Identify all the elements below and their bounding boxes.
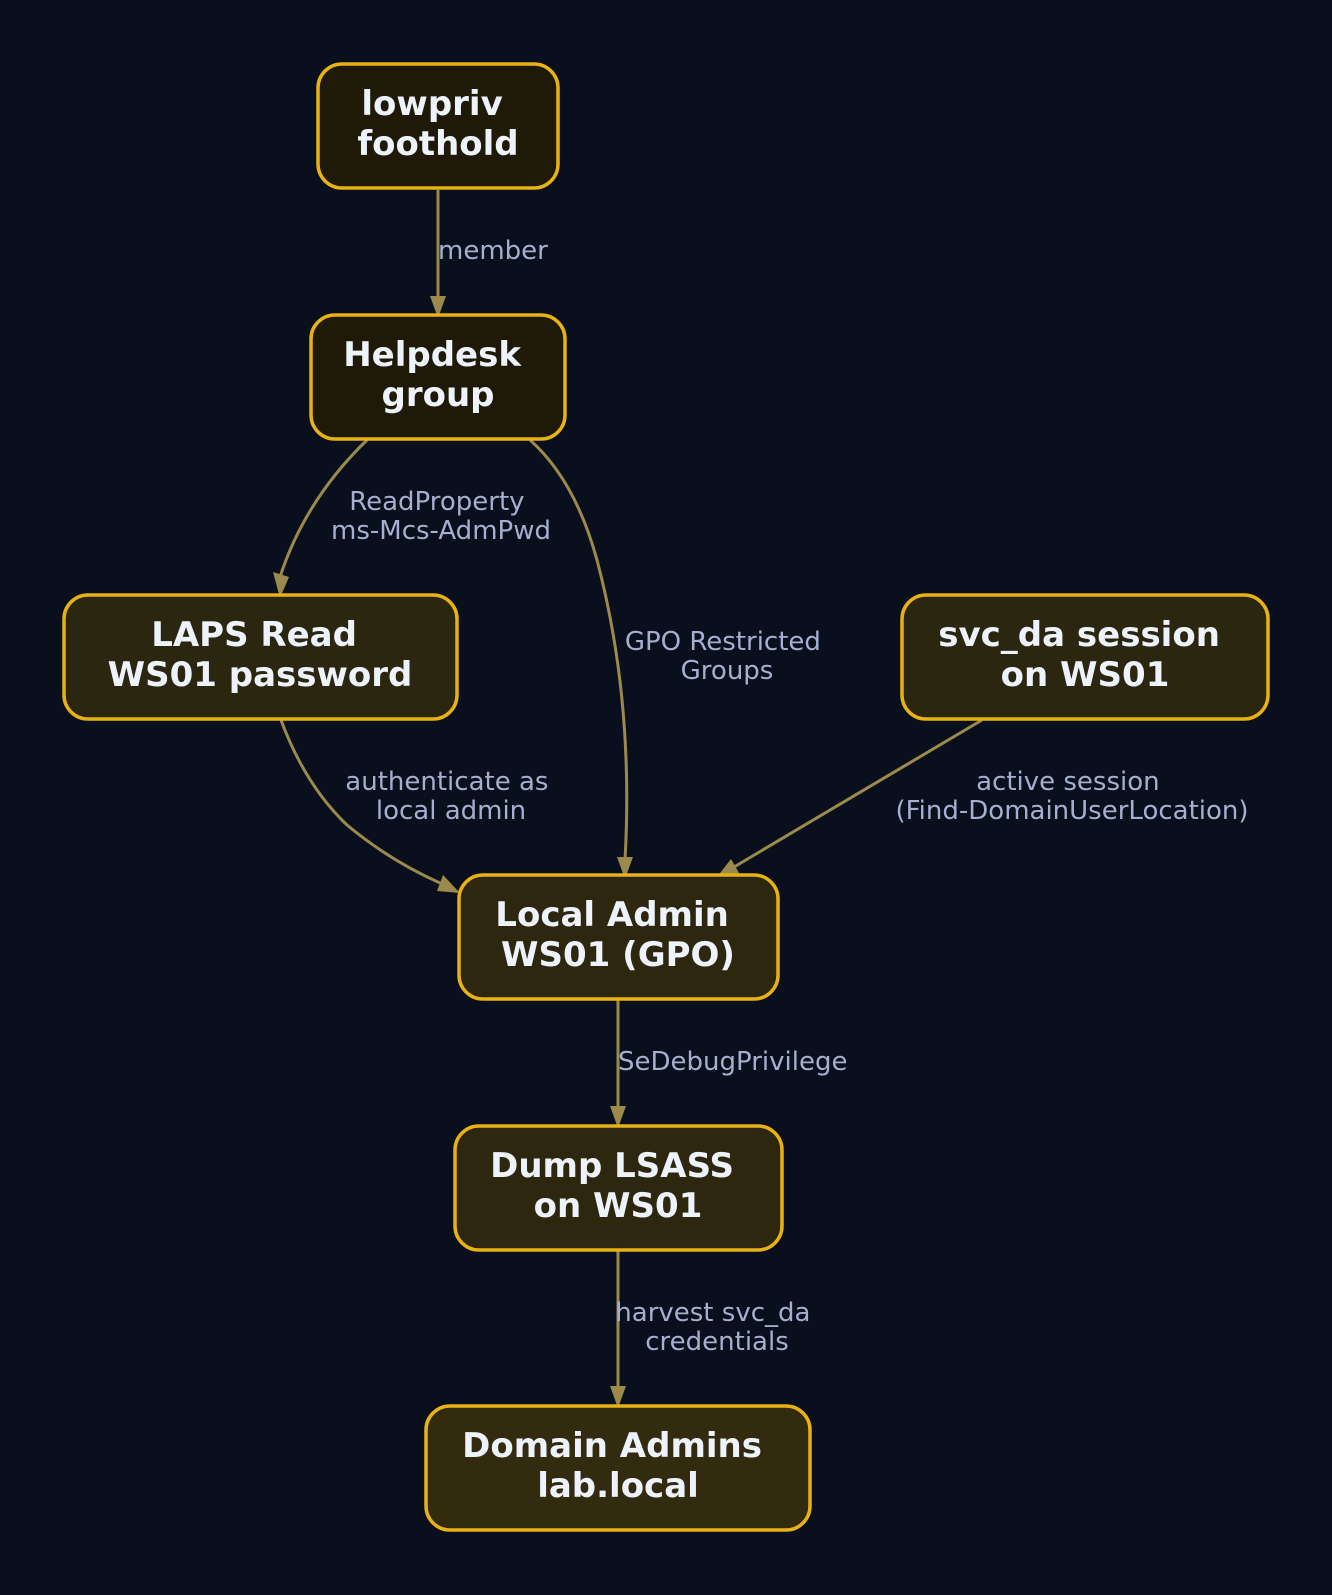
node-helpdesk-group[interactable]: Helpdesk group (309, 313, 567, 441)
node-label: Helpdesk group (343, 335, 533, 415)
edge-label: member (438, 236, 548, 266)
edge-label: ReadProperty ms-Mcs-AdmPwd (331, 487, 551, 546)
node-label: lowpriv foothold (357, 84, 518, 164)
arrowhead-icon (717, 859, 739, 877)
node-box (62, 593, 459, 721)
edge-label: SeDebugPrivilege (618, 1047, 847, 1077)
edge-line (279, 719, 441, 885)
node-label: Domain Admins lab.local (462, 1426, 774, 1506)
edge-label: authenticate as local admin (345, 767, 556, 826)
node-box (453, 1124, 784, 1252)
edge-helpdesk-to-local-admin: GPO Restricted Groups (529, 438, 829, 879)
arrowhead-icon (617, 857, 633, 879)
node-domain-admins[interactable]: Domain Admins lab.local (424, 1404, 812, 1532)
edge-line (529, 438, 629, 861)
arrowhead-icon (430, 296, 446, 318)
edge-local-admin-to-lsass: SeDebugPrivilege (610, 1000, 847, 1128)
arrowhead-icon (437, 875, 460, 893)
edge-line (733, 718, 983, 869)
node-label: Local Admin WS01 (GPO) (495, 895, 740, 975)
edge-laps-to-local-admin: authenticate as local admin (279, 719, 556, 893)
edge-lsass-to-domain-admins: harvest svc_da credentials (610, 1251, 818, 1408)
edge-label: active session (Find-DomainUserLocation) (895, 767, 1248, 826)
arrowhead-icon (610, 1106, 626, 1128)
node-local-admin[interactable]: Local Admin WS01 (GPO) (457, 873, 780, 1001)
arrowhead-icon (610, 1386, 626, 1408)
node-dump-lsass[interactable]: Dump LSASS on WS01 (453, 1124, 784, 1252)
node-label: svc_da session on WS01 (938, 615, 1232, 695)
node-box (316, 62, 560, 190)
edge-helpdesk-to-laps: ReadProperty ms-Mcs-AdmPwd (273, 438, 551, 598)
node-label: LAPS Read WS01 password (108, 615, 413, 695)
arrowhead-icon (273, 572, 289, 598)
node-laps-read[interactable]: LAPS Read WS01 password (62, 593, 459, 721)
node-box (900, 593, 1270, 721)
edge-label: harvest svc_da credentials (615, 1298, 818, 1357)
node-label: Dump LSASS on WS01 (490, 1146, 746, 1226)
edge-foothold-to-helpdesk: member (430, 190, 548, 318)
node-svc-da-session[interactable]: svc_da session on WS01 (900, 593, 1270, 721)
node-box (424, 1404, 812, 1532)
edge-label: GPO Restricted Groups (625, 627, 829, 686)
edge-svc-da-to-local-admin: active session (Find-DomainUserLocation) (717, 718, 1249, 877)
node-box (457, 873, 780, 1001)
node-lowpriv-foothold[interactable]: lowpriv foothold (316, 62, 560, 190)
node-box (309, 313, 567, 441)
edge-line (278, 438, 369, 578)
